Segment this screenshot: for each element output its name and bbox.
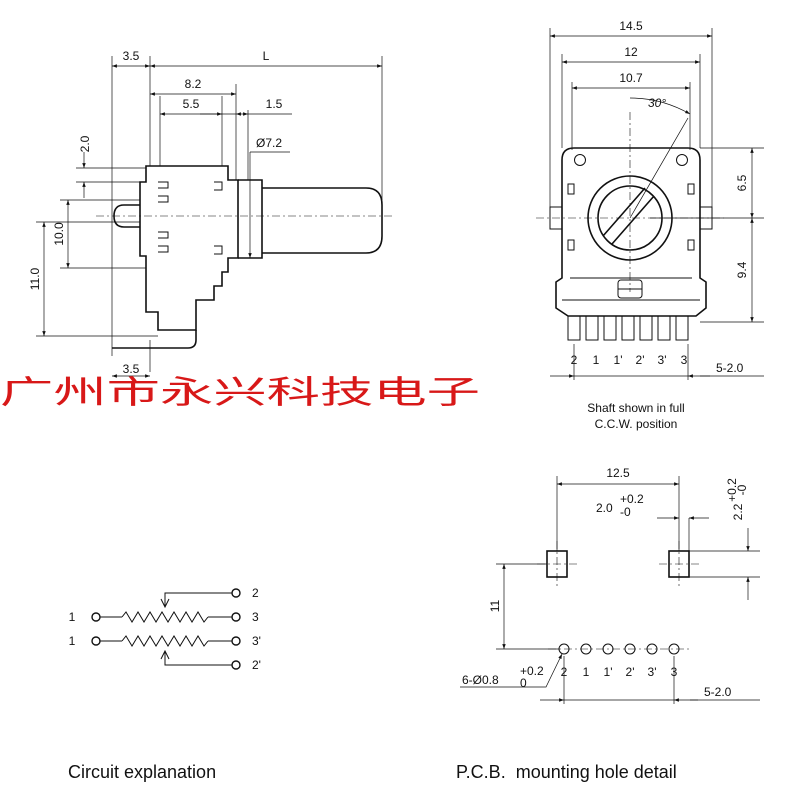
side-shaft [262,187,383,254]
dim-30-deg: 30° [648,96,666,110]
dim-2-0-main: 2.0 [596,501,613,515]
company-name: 广州市永兴科技电子 [0,373,480,411]
dim-3-5-bottom: 3.5 [123,362,140,376]
dim-holes-main: 6-Ø0.8 [462,673,499,687]
front-pin-label: 2 [571,353,578,367]
dim-10-7: 10.7 [619,71,643,85]
pcb-pin-label: 1' [604,665,613,679]
side-extension-lines [36,56,383,372]
dim-12-5: 12.5 [606,466,630,480]
dim-5-5: 5.5 [183,97,200,111]
front-pin-label: 2' [636,353,645,367]
pcb-pin-label: 1 [583,665,590,679]
dim-2-2-main: 2.2 [731,503,745,520]
dim-1-5: 1.5 [266,97,283,111]
front-note-line1: Shaft shown in full [587,401,684,415]
dim-2-2-tol-dn: -0 [735,484,749,495]
circuit-right-label: 2' [252,658,261,672]
front-housing-outline [555,147,707,317]
circuit-left-label: 1 [69,634,76,648]
dim-11-0: 11.0 [28,267,42,290]
pcb-pin-label: 2 [561,665,568,679]
front-pin-label: 1 [593,353,600,367]
dim-pitch-pcb: 5-2.0 [704,685,732,699]
pcb-pin-label: 2' [626,665,635,679]
dim-9-4: 9.4 [735,261,749,278]
dim-12: 12 [624,45,638,59]
side-body-slots [158,181,223,255]
circuit-diagram: 1 1 2 3 3' 2' Circuit explanation [68,586,261,782]
dim-11: 11 [488,599,502,612]
circuit-left-label: 1 [69,610,76,624]
dim-3-5-top: 3.5 [123,49,140,63]
front-shaft-slot [602,187,655,245]
dim-2-0-tol-up: +0.2 [620,492,644,506]
front-pin-label: 3 [681,353,688,367]
circuit-caption: Circuit explanation [68,762,216,782]
circuit-right-label: 2 [252,586,259,600]
side-body-outline [139,165,239,331]
dim-2-0-tol-dn: -0 [620,505,631,519]
dim-10-0: 10.0 [52,222,66,246]
front-pin-label: 3' [658,353,667,367]
dim-2-2-tol-up: +0.2 [725,478,739,502]
dim-14-5: 14.5 [619,19,643,33]
dim-6-5: 6.5 [735,174,749,191]
side-view: 3.5 L 8.2 5.5 1.5 Ø7.2 2.0 10.0 11.0 3.5 [28,49,392,378]
front-note-line2: C.C.W. position [595,417,678,431]
front-pin-label: 1' [614,353,623,367]
dim-2-0: 2.0 [78,135,92,152]
pcb-pin-label: 3 [671,665,678,679]
pcb-caption: P.C.B. mounting hole detail [456,762,677,782]
side-lug [112,330,197,349]
front-view: 14.5 12 10.7 30° 6.5 9.4 5-2.0 2 1 1' 2'… [536,19,764,431]
circuit-right-label: 3 [252,610,259,624]
dim-8-2: 8.2 [185,77,202,91]
dim-holes-tol-up: +0.2 [520,664,544,678]
pcb-hole-detail: 12.5 2.0 +0.2 -0 2.2 +0.2 -0 11 6-Ø0.8 +… [456,466,760,782]
circuit-right-label: 3' [252,634,261,648]
pcb-pin-label: 3' [648,665,657,679]
dim-phi-7-2: Ø7.2 [256,136,282,150]
dim-pitch-front: 5-2.0 [716,361,744,375]
dim-L: L [263,49,270,63]
dim-holes-tol-dn: 0 [520,676,527,690]
